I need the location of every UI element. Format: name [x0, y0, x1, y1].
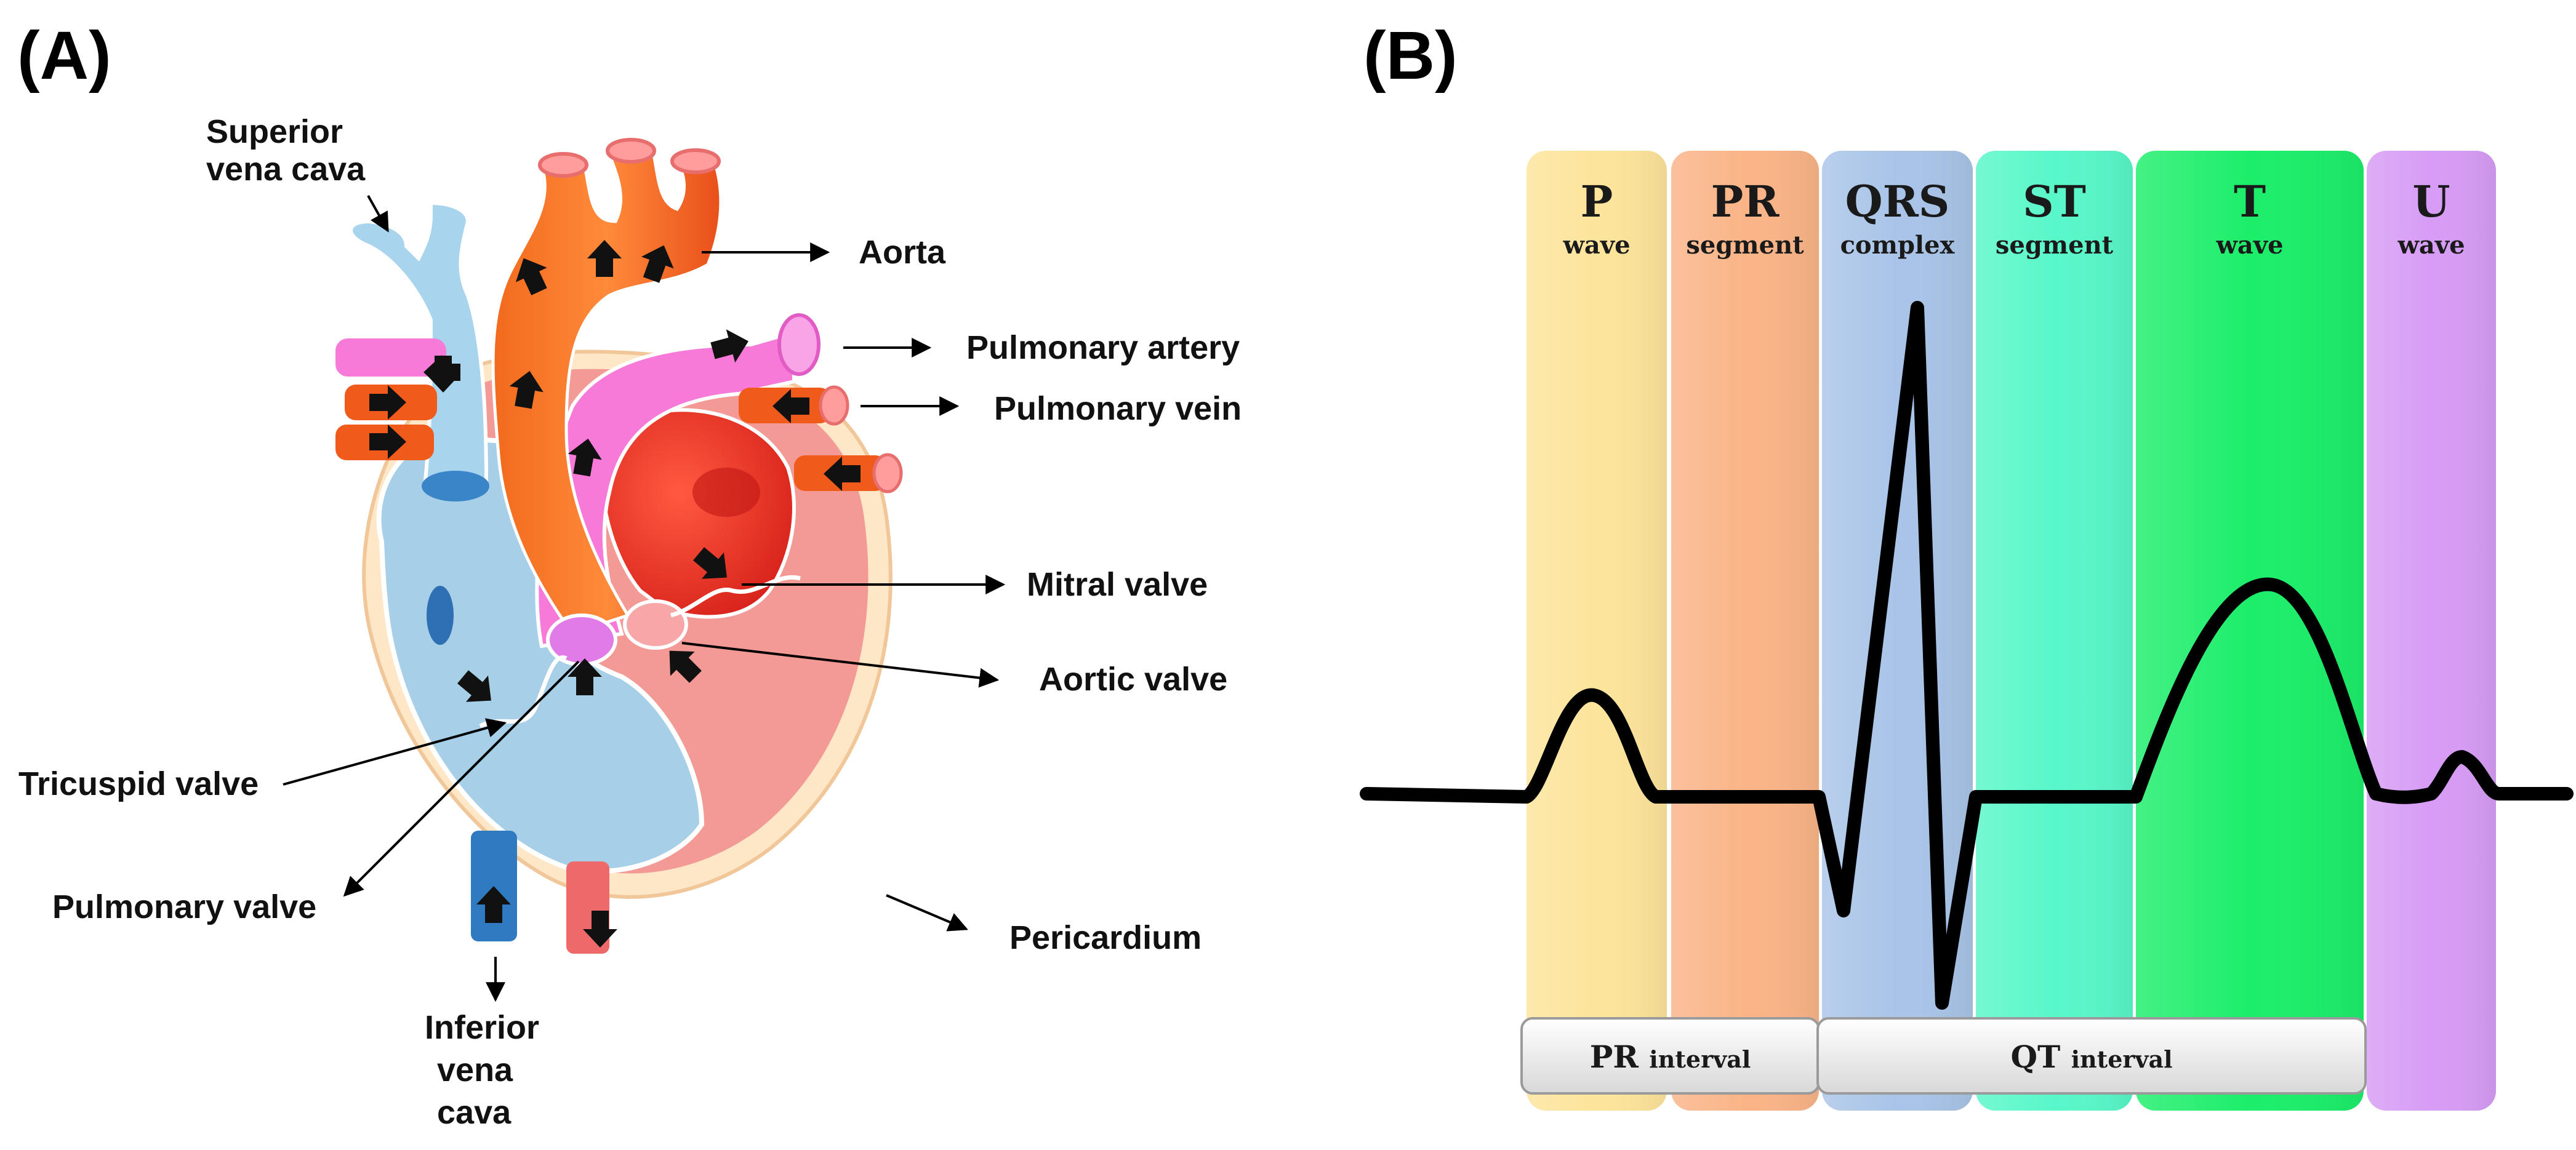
ecg-band-title: ST: [2023, 176, 2086, 227]
label-pulmonary-vein: Pulmonary vein: [994, 390, 1242, 427]
flow-arrow: [509, 370, 544, 409]
aorta-opening-3: [670, 148, 721, 174]
interval-box: [1816, 1017, 2367, 1095]
ecg-band-subtitle: wave: [2215, 231, 2283, 260]
ecg-band-subtitle: segment: [1686, 231, 1804, 260]
flow-arrow: [568, 658, 602, 695]
label-pulmonary-artery: Pulmonary artery: [966, 329, 1240, 366]
interval-label: QT interval: [2010, 1039, 2172, 1075]
ecg-band-shade: [1976, 151, 2133, 1111]
label-pulmonary-valve: Pulmonary valve: [52, 888, 316, 925]
label-aorta: Aorta: [859, 234, 946, 271]
flow-arrow: [693, 547, 727, 579]
coronary-sinus-opening: [427, 586, 454, 645]
interval-pr: PR interval: [1520, 1017, 1820, 1095]
ecg-band-shade: [1527, 151, 1667, 1111]
leader-aortic-valve: [681, 642, 1000, 688]
ecg-band-st: ST segment: [1976, 151, 2133, 1111]
ecg-band-subtitle: wave: [1562, 231, 1630, 260]
flow-arrow: [710, 329, 748, 363]
mitral-valve-line: [670, 575, 801, 618]
ecg-band-subtitle: wave: [2397, 231, 2465, 260]
heart-illustration: [335, 138, 903, 954]
pulmonary-vein-right-2-opening: [872, 453, 903, 493]
ecg-band-subtitle: segment: [1996, 231, 2114, 260]
ecg-band-pr: PR segment: [1671, 151, 1819, 1111]
interval-label-suffix: interval: [1649, 1045, 1751, 1073]
flow-arrow: [515, 258, 547, 295]
pulmonary-artery-left-branch: [335, 338, 446, 377]
label-tricuspid-valve: Tricuspid valve: [18, 765, 259, 802]
interval-label-suffix: interval: [2071, 1045, 2173, 1073]
inferior-vena-cava: [471, 831, 517, 941]
ecg-trace: [1360, 301, 2574, 1010]
flow-arrows: [369, 240, 861, 948]
flow-arrow: [369, 385, 406, 420]
label-inferior-vena-cava-line2: vena: [437, 1052, 513, 1088]
panel-a-label: (A): [17, 18, 111, 94]
label-inferior-vena-cava-line1: Inferior: [425, 1009, 539, 1046]
flow-arrow: [568, 438, 602, 477]
leader-tricuspid-valve: [283, 718, 507, 786]
flow-arrow: [772, 389, 809, 423]
ecg-band-title: PR: [1711, 176, 1780, 227]
ecg-band-subtitle: complex: [1840, 231, 1956, 260]
ecg-band-shade: [2367, 151, 2496, 1111]
flow-arrow: [824, 457, 861, 491]
panel-b-label: (B): [1363, 18, 1458, 94]
ecg-band-title: U: [2412, 176, 2450, 227]
pulmonary-vein-opening: [692, 468, 760, 517]
label-aortic-valve: Aortic valve: [1039, 661, 1227, 698]
flow-arrow: [476, 886, 511, 923]
leader-superior-vena-cava: [367, 195, 389, 233]
interval-label-main: QT: [2010, 1039, 2071, 1075]
pulmonary-vein-right-1-opening: [819, 385, 849, 426]
interval-label-main: PR: [1590, 1039, 1650, 1075]
ecg-band-title: P: [1581, 176, 1613, 227]
ecg-bands: PwavePRsegmentQRScomplexSTsegmentTwaveUw…: [1527, 151, 2496, 1111]
flow-arrow: [583, 911, 617, 948]
flow-arrow: [641, 245, 674, 283]
leader-lines: [283, 195, 1006, 1002]
ecg-band-shade: [2136, 151, 2364, 1111]
ecg-band-title: QRS: [1845, 176, 1950, 227]
ecg-band-shade: [1671, 151, 1819, 1111]
interval-label: PR interval: [1590, 1039, 1751, 1075]
flow-arrow: [426, 356, 460, 393]
svc-opening: [422, 471, 489, 501]
pulmonary-artery-right-opening: [777, 313, 821, 376]
aortic-valve: [623, 599, 688, 650]
interval-qt: QT interval: [1816, 1017, 2367, 1095]
leader-pericardium: [886, 894, 968, 932]
flow-arrow: [457, 670, 491, 702]
aorta-opening-1: [538, 152, 588, 178]
label-inferior-vena-cava-line3: cava: [437, 1094, 512, 1131]
aorta-opening-2: [606, 138, 656, 164]
label-superior-vena-cava-line1: Superior: [206, 113, 343, 150]
label-superior-vena-cava-line2: vena cava: [206, 151, 366, 188]
left-ventricle: [600, 408, 796, 619]
leader-pulmonary-valve: [343, 660, 580, 897]
flow-arrow: [369, 425, 406, 459]
flow-arrow: [587, 240, 622, 277]
label-pericardium: Pericardium: [1009, 919, 1202, 956]
ecg-band-title: T: [2234, 176, 2266, 227]
label-mitral-valve: Mitral valve: [1027, 566, 1208, 603]
flow-arrow: [669, 650, 702, 683]
